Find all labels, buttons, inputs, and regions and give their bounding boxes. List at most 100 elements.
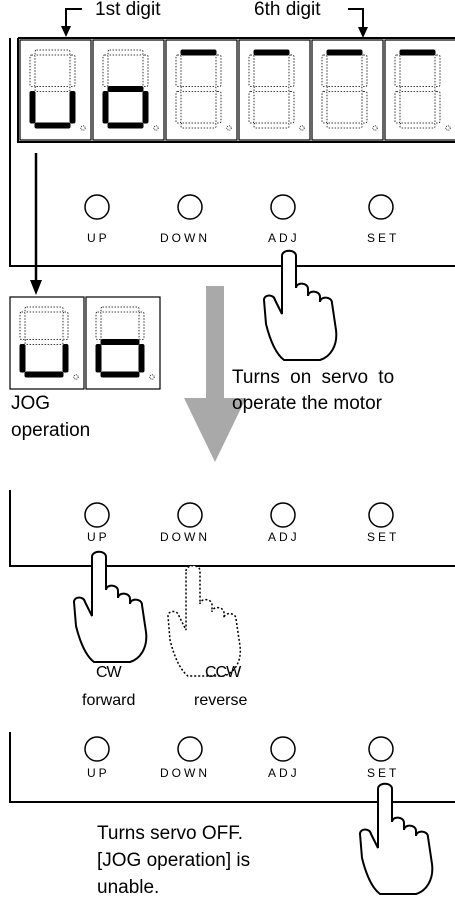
segment-b — [361, 54, 368, 87]
forward-label: forward — [82, 692, 136, 709]
segment-e — [248, 91, 255, 124]
segment-c — [62, 344, 69, 373]
panel2-buttons — [84, 502, 394, 528]
first-digit-bracket-arrow — [61, 8, 82, 37]
big-transition-arrow — [184, 286, 246, 462]
segment-g — [253, 86, 290, 92]
set-button-label: SET — [367, 766, 400, 780]
segment-e — [394, 91, 401, 124]
segment-a — [107, 49, 144, 56]
segment-a — [326, 49, 363, 56]
segment-a — [253, 49, 290, 56]
hand-pressing-up-icon — [72, 550, 148, 663]
segment-d — [399, 122, 436, 129]
segment-d — [180, 122, 217, 129]
segment-f — [248, 54, 255, 87]
segment-c — [142, 91, 149, 124]
servo-on-note: Turns on servo to — [232, 367, 395, 388]
hand-pressing-set-icon — [358, 782, 434, 895]
segment-f — [95, 311, 102, 340]
set-button-label: SET — [367, 231, 400, 245]
digit-3 — [165, 39, 238, 141]
first-digit-label: 1st digit — [95, 0, 161, 20]
segment-c — [361, 91, 368, 124]
decimal-point — [149, 374, 155, 380]
segment-d — [34, 122, 71, 129]
segment-g — [24, 339, 64, 345]
segment-g — [399, 86, 436, 92]
segment-b — [62, 311, 69, 340]
decimal-point — [372, 125, 378, 131]
hand-pressing-adj-icon — [262, 249, 338, 361]
jog-label-line2: operation — [11, 420, 91, 441]
segment-d — [107, 122, 144, 129]
adj-button-label: ADJ — [268, 766, 300, 780]
reverse-label: reverse — [194, 692, 248, 709]
segment-a — [34, 49, 71, 56]
seven-segment-display — [19, 39, 455, 141]
segment-g — [34, 86, 71, 92]
segment-a — [180, 49, 217, 56]
panel-servo-off — [9, 732, 455, 803]
segment-c — [434, 91, 441, 124]
segment-a — [100, 306, 140, 313]
segment-a — [399, 49, 436, 56]
segment-e — [321, 91, 328, 124]
digit-6 — [384, 39, 455, 141]
digit-5 — [311, 39, 384, 141]
segment-d — [100, 371, 140, 378]
segment-c — [69, 91, 76, 124]
digit-1 — [19, 39, 92, 141]
segment-d — [253, 122, 290, 129]
panel1-buttons — [84, 194, 394, 220]
decimal-point — [226, 125, 232, 131]
segment-f — [321, 54, 328, 87]
segment-c — [288, 91, 295, 124]
decimal-point — [73, 374, 79, 380]
segment-f — [29, 54, 36, 87]
segment-a — [24, 306, 64, 313]
segment-f — [175, 54, 182, 87]
main-panel — [9, 37, 455, 267]
panel-jog — [9, 490, 455, 567]
up-button-label: UP — [87, 766, 110, 780]
segment-e — [102, 91, 109, 124]
jog-display — [9, 296, 161, 390]
segment-f — [19, 311, 26, 340]
segment-b — [138, 311, 145, 340]
panel3-buttons — [84, 736, 394, 762]
adj-button-label: ADJ — [268, 231, 300, 245]
hand-hovering-down-icon — [167, 565, 242, 677]
digit-2 — [92, 39, 165, 141]
segment-f — [102, 54, 109, 87]
up-button-label: UP — [87, 530, 110, 544]
jog-digit-1 — [9, 296, 85, 390]
segment-e — [29, 91, 36, 124]
segment-b — [215, 54, 222, 87]
servo-off-note-line2: [JOG operation] is — [97, 850, 251, 871]
segment-b — [288, 54, 295, 87]
decimal-point — [445, 125, 451, 131]
down-arrow-to-jog — [30, 153, 42, 295]
sixth-digit-bracket-arrow — [348, 8, 368, 38]
segment-e — [175, 91, 182, 124]
sixth-digit-label: 6th digit — [254, 0, 321, 20]
segment-d — [24, 371, 64, 378]
segment-b — [434, 54, 441, 87]
cw-label: CW — [96, 664, 122, 681]
jog-label: JOG — [11, 393, 51, 414]
servo-on-note-line2: operate the motor — [232, 393, 382, 414]
ccw-label: CCW — [205, 664, 241, 681]
segment-c — [215, 91, 222, 124]
up-button-label: UP — [87, 231, 110, 245]
segment-g — [107, 86, 144, 92]
segment-d — [326, 122, 363, 129]
segment-e — [95, 344, 102, 373]
segment-b — [69, 54, 76, 87]
segment-g — [326, 86, 363, 92]
servo-off-note: Turns servo OFF. — [97, 823, 244, 844]
segment-c — [138, 344, 145, 373]
down-button-label: DOWN — [160, 766, 210, 780]
